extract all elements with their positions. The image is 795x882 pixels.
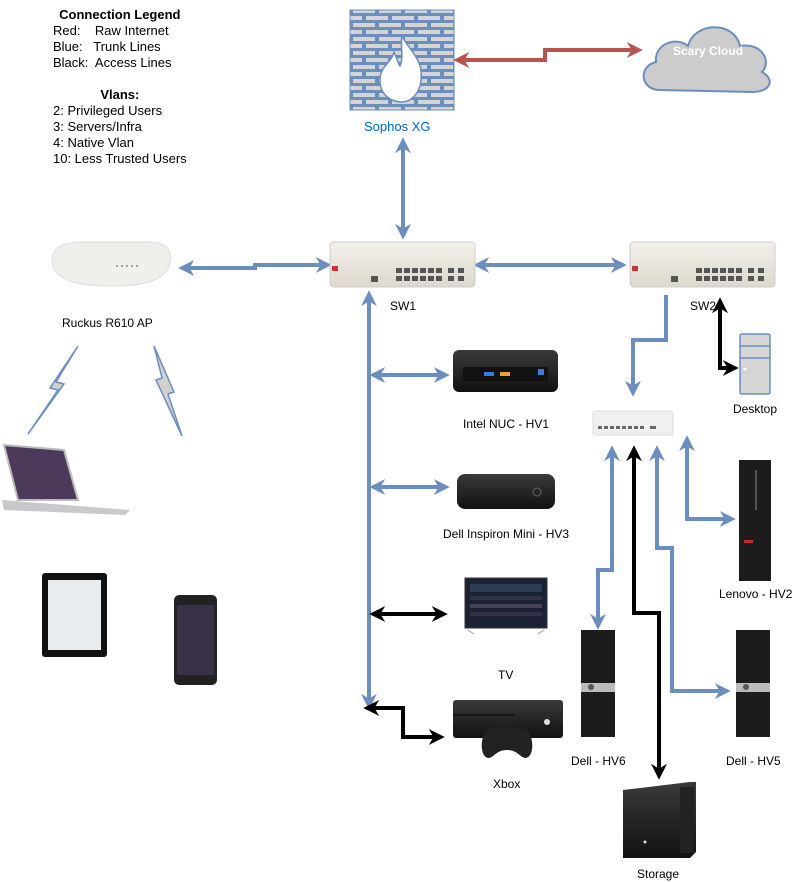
lightning-bolt-icon bbox=[27, 345, 79, 435]
legend-row-blue: Blue: Trunk Lines bbox=[53, 39, 161, 54]
hv5-label: Dell - HV5 bbox=[726, 754, 781, 768]
wire-mikrotik-hv6 bbox=[590, 445, 620, 630]
firewall-brick-wall-flame-icon[interactable] bbox=[349, 9, 455, 111]
wire-firewall-cloud bbox=[453, 42, 643, 68]
vlan-row: 4: Native Vlan bbox=[53, 135, 134, 150]
sw2-label: SW2 bbox=[690, 299, 717, 313]
lenovo-tower-pc-icon[interactable] bbox=[739, 460, 771, 581]
wire-sw2-desktop bbox=[712, 297, 739, 376]
xbox-label: Xbox bbox=[493, 777, 521, 791]
sw1-label: SW1 bbox=[390, 299, 417, 313]
dell-inspiron-mini-pc-icon[interactable] bbox=[457, 474, 555, 509]
phone-icon[interactable] bbox=[174, 595, 217, 685]
wire-mikrotik-lenovo bbox=[679, 435, 736, 527]
legend-title: Connection Legend bbox=[59, 7, 181, 22]
laptop-icon[interactable] bbox=[2, 443, 130, 515]
vlan-row: 10: Less Trusted Users bbox=[53, 151, 187, 166]
vlans-title: Vlans: bbox=[100, 87, 140, 102]
tv-icon[interactable] bbox=[464, 577, 548, 635]
desktop-label: Desktop bbox=[733, 402, 778, 416]
ap-label: Ruckus R610 AP bbox=[62, 316, 153, 330]
vlan-row: 2: Privileged Users bbox=[53, 103, 163, 118]
wire-mikrotik-hv5 bbox=[649, 445, 731, 699]
dell-hv5-tower-pc-icon[interactable] bbox=[736, 630, 770, 737]
legend-row-red: Red: Raw Internet bbox=[53, 23, 169, 38]
inspiron-label: Dell Inspiron Mini - HV3 bbox=[443, 527, 570, 541]
vlan-row: 3: Servers/Infra bbox=[53, 119, 142, 134]
tv-label: TV bbox=[498, 668, 514, 682]
wire-sw1-xbox bbox=[363, 700, 445, 745]
hv6-label: Dell - HV6 bbox=[571, 754, 626, 768]
tablet-icon[interactable] bbox=[42, 573, 107, 657]
xbox-game-console-icon[interactable] bbox=[453, 700, 563, 758]
lenovo-label: Lenovo - HV2 bbox=[719, 587, 793, 601]
storage-label: Storage bbox=[637, 867, 680, 881]
intel-nuc-mini-pc-icon[interactable] bbox=[453, 350, 558, 392]
dell-hv6-tower-pc-icon[interactable] bbox=[581, 630, 615, 737]
nuc-label: Intel NUC - HV1 bbox=[463, 417, 550, 431]
legend-row-black: Black: Access Lines bbox=[53, 55, 172, 70]
cloud-label: Scary Cloud bbox=[673, 44, 744, 58]
lightning-bolt-icon bbox=[153, 345, 183, 437]
wire-sw2-mikrotik bbox=[625, 295, 668, 397]
storage-nas-icon[interactable] bbox=[623, 782, 696, 858]
desktop-tower-pc-icon[interactable] bbox=[739, 333, 771, 395]
wire-ap-sw1 bbox=[178, 257, 332, 276]
cloud-icon[interactable] bbox=[642, 26, 771, 94]
wireless-access-point-icon[interactable] bbox=[51, 241, 171, 287]
mikrotik-small-switch-icon[interactable] bbox=[592, 410, 674, 436]
connection-legend: Connection Legend Red: Raw Internet Blue… bbox=[53, 7, 187, 167]
sw2-network-switch-icon[interactable] bbox=[629, 241, 776, 288]
firewall-label: Sophos XG bbox=[364, 119, 431, 134]
sw1-network-switch-icon[interactable] bbox=[329, 241, 476, 288]
